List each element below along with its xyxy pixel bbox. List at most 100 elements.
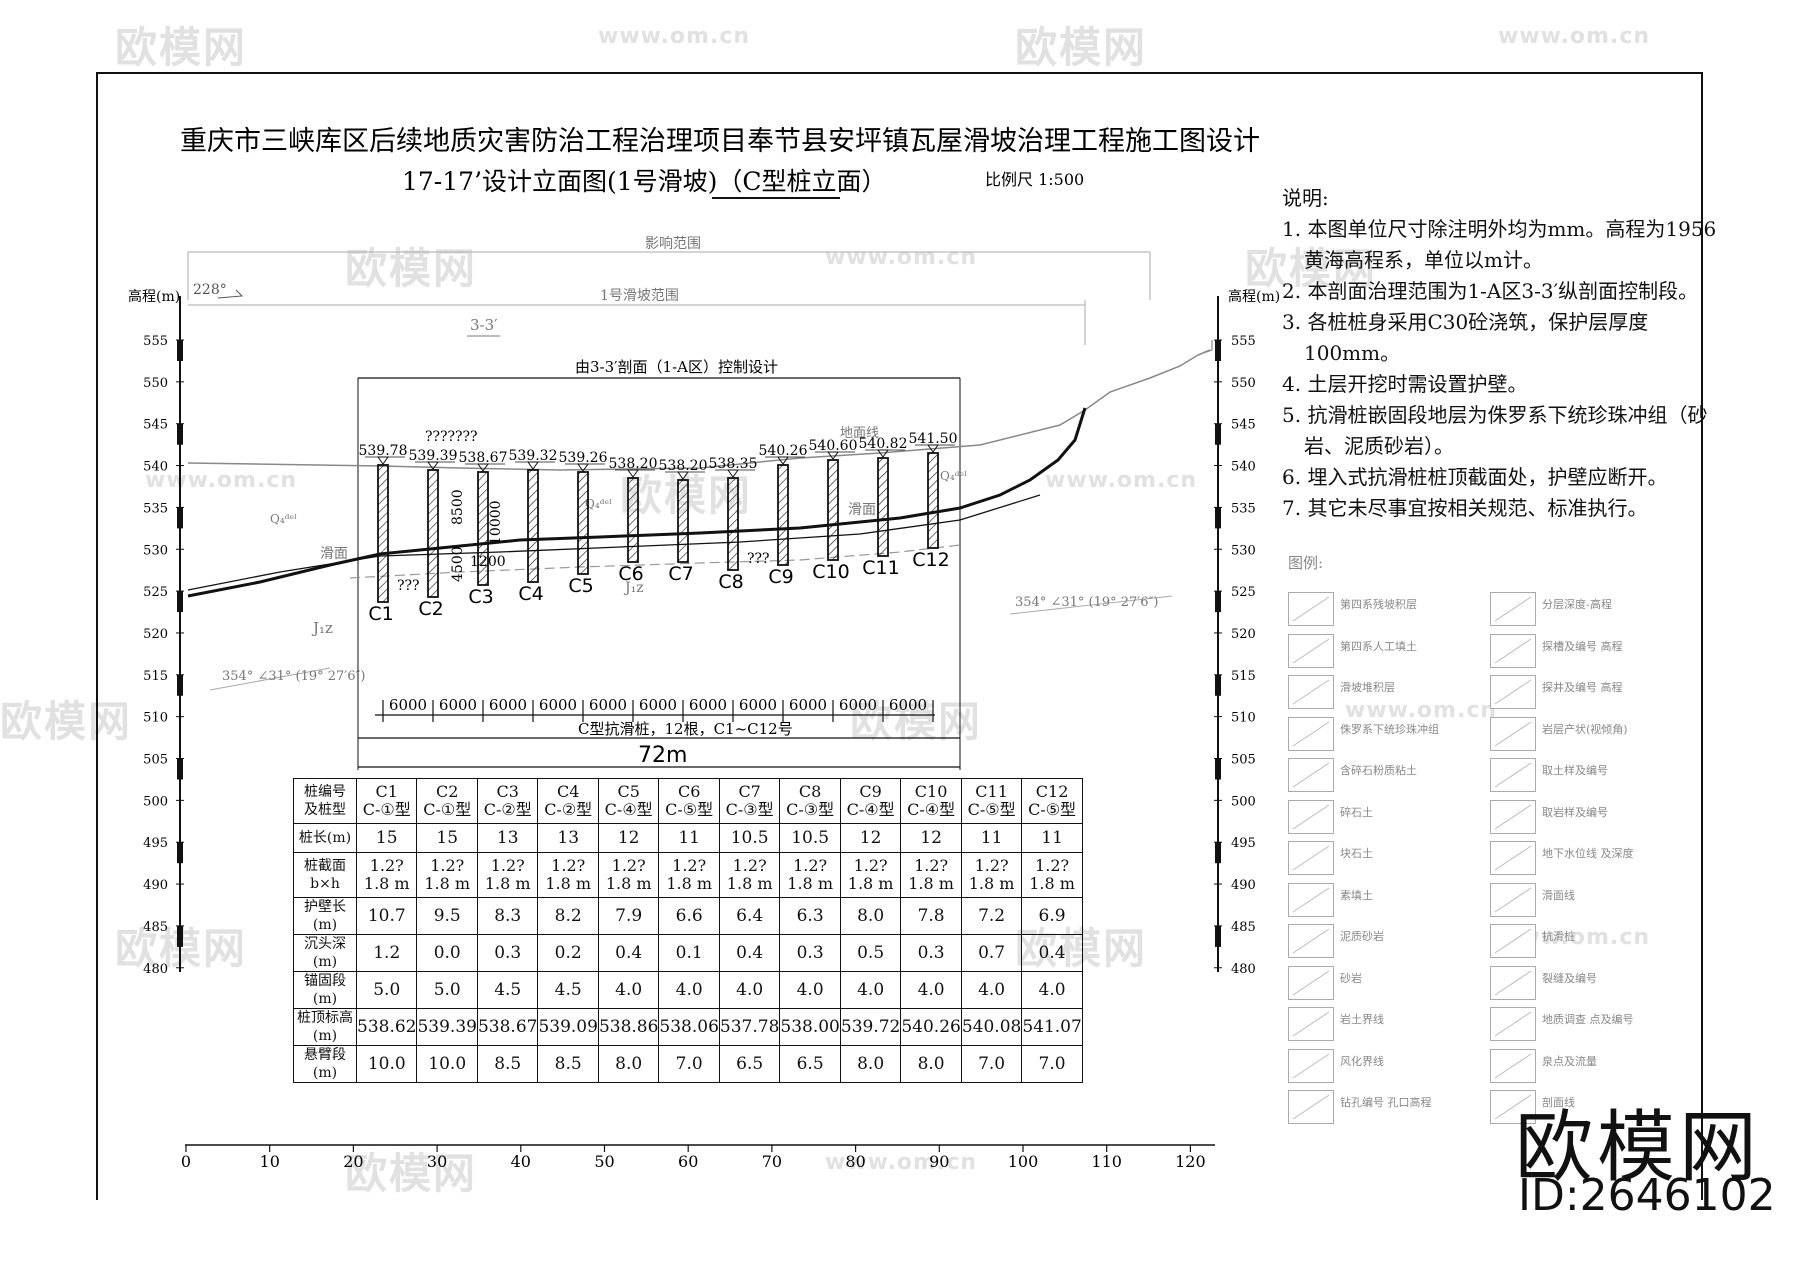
spacing-label: 6000 xyxy=(889,696,927,714)
table-cell: 9.5 xyxy=(416,897,478,935)
slip-line-icon xyxy=(1490,882,1536,917)
jurassic-icon xyxy=(1288,716,1334,751)
dip-icon xyxy=(1490,716,1536,751)
table-cell: 540.26 xyxy=(900,1008,962,1046)
table-cell: 538.00 xyxy=(779,1008,841,1046)
table-cell: 4.0 xyxy=(1021,971,1083,1009)
table-cell: 7.0 xyxy=(960,1045,1023,1083)
table-cell: 1.2?1.8 m xyxy=(537,852,599,898)
table-cell: 538.86 xyxy=(597,1008,660,1046)
table-cell: 10.7 xyxy=(355,897,418,935)
rock-sample-icon xyxy=(1490,799,1536,834)
section-ref-label: 3-3′ xyxy=(470,316,498,334)
legend-item-label: 泥质砂岩 xyxy=(1340,930,1384,943)
spacing-label: 6000 xyxy=(589,696,627,714)
elevation-tick-label: 485 xyxy=(143,920,168,935)
table-row-header: 桩顶标高(m) xyxy=(293,1008,357,1046)
legend-title: 图例: xyxy=(1288,554,1324,572)
gravel-soil-icon xyxy=(1288,799,1334,834)
note-item: 7. 其它未尽事宜按相关规范、标准执行。 xyxy=(1282,496,1648,520)
table-cell: 15 xyxy=(355,823,418,853)
spacing-label: 6000 xyxy=(489,696,527,714)
table-cell: 1.2?1.8 m xyxy=(416,852,478,898)
elevation-tick-label: 545 xyxy=(143,418,168,433)
table-cell: 8.0 xyxy=(839,897,902,935)
elevation-tick-label: 555 xyxy=(1231,334,1256,349)
slide-range-label: 1号滑坡范围 xyxy=(600,287,679,304)
notes-block: 说明: 1. 本图单位尺寸除注明外均为mm。高程为1956黄海高程系，单位以m计… xyxy=(1282,183,1722,524)
legend-item-label: 地质调查 点及编号 xyxy=(1542,1013,1634,1026)
block-soil-icon xyxy=(1288,841,1334,875)
table-cell: 10.5 xyxy=(718,823,781,853)
pile-name-label: C1 xyxy=(368,603,393,625)
axis-right-title: 高程(m) xyxy=(1228,288,1280,305)
legend-item-label: 泉点及流量 xyxy=(1542,1054,1597,1068)
legend-item-label: 取岩样及编号 xyxy=(1542,805,1608,819)
table-cell: 4.0 xyxy=(960,971,1023,1009)
table-cell: 10.0 xyxy=(416,1045,478,1083)
unknown-label-top: ??????? xyxy=(425,429,478,445)
legend-item-label: 砂岩 xyxy=(1340,971,1362,985)
table-cell: 1.2?1.8 m xyxy=(658,852,720,898)
table-cell: 539.39 xyxy=(416,1008,478,1046)
table-cell: 539.72 xyxy=(839,1008,902,1046)
table-cell: 8.5 xyxy=(476,1045,539,1083)
table-cell: 0.4 xyxy=(597,934,660,972)
table-cell: 5.0 xyxy=(355,971,418,1009)
table-cell: 7.9 xyxy=(597,897,660,935)
note-item: 3. 各桩桩身采用C30砼浇筑，保护层厚度100mm。 xyxy=(1282,310,1649,365)
influence-label: 影响范围 xyxy=(645,235,701,252)
pile-icon xyxy=(1490,924,1536,958)
pile-name-label: C10 xyxy=(812,561,849,583)
table-cell: 0.3 xyxy=(779,934,841,972)
legend-item-label: 探槽及编号 高程 xyxy=(1542,639,1623,653)
pile-c10 xyxy=(827,459,839,561)
pile-name-label: C2 xyxy=(418,598,443,620)
pile-name-label: C3 xyxy=(468,586,493,608)
pile-c4 xyxy=(527,469,539,583)
distance-tick-label: 70 xyxy=(762,1152,782,1171)
elevation-tick-label: 555 xyxy=(143,334,168,349)
legend-item-label: 取土样及编号 xyxy=(1542,764,1608,777)
distance-tick-label: 10 xyxy=(260,1152,280,1171)
legend-item-label: 裂缝及编号 xyxy=(1542,971,1597,985)
weathering-icon xyxy=(1288,1048,1334,1083)
pile-c2 xyxy=(427,469,439,598)
elevation-tick-label: 480 xyxy=(143,962,168,977)
dim-8500: 8500 xyxy=(450,489,466,525)
table-cell: 13 xyxy=(537,823,599,853)
legend-item-label: 第四系残坡积层 xyxy=(1340,598,1417,611)
table-cell: 7.8 xyxy=(900,897,962,935)
pile-top-elevation: 540.82 xyxy=(859,436,908,452)
table-cell: 1.2?1.8 m xyxy=(779,852,841,898)
table-cell: 6.3 xyxy=(779,897,841,935)
elevation-tick-label: 550 xyxy=(1231,376,1256,391)
elevation-tick-label: 495 xyxy=(1231,836,1256,851)
table-cell: 1.2?1.8 m xyxy=(900,852,962,898)
table-cell: 6.5 xyxy=(718,1045,781,1083)
table-row-header: 沉头深(m) xyxy=(293,934,357,972)
crack-icon xyxy=(1490,965,1536,1000)
table-cell: 1.2?1.8 m xyxy=(839,852,902,898)
legend-item-label: 风化界线 xyxy=(1340,1054,1384,1068)
table-cell: 12 xyxy=(597,823,660,853)
elevation-tick-label: 540 xyxy=(1231,460,1256,475)
legend-item-label: 碎石土 xyxy=(1340,805,1373,819)
elevation-tick-label: 480 xyxy=(1231,962,1256,977)
legend-item-label: 侏罗系下统珍珠冲组 xyxy=(1340,722,1439,736)
table-cell: 11 xyxy=(658,823,720,853)
strata-q-left: Q₄ᵈᵉˡ xyxy=(270,512,297,526)
table-cell: 8.0 xyxy=(597,1045,660,1083)
elevation-tick-label: 515 xyxy=(143,669,168,684)
note-item: 4. 土层开挖时需设置护壁。 xyxy=(1282,372,1528,396)
elevation-tick-label: 500 xyxy=(1231,794,1256,809)
legend-item-label: 岩层产状(视倾角) xyxy=(1542,722,1628,736)
